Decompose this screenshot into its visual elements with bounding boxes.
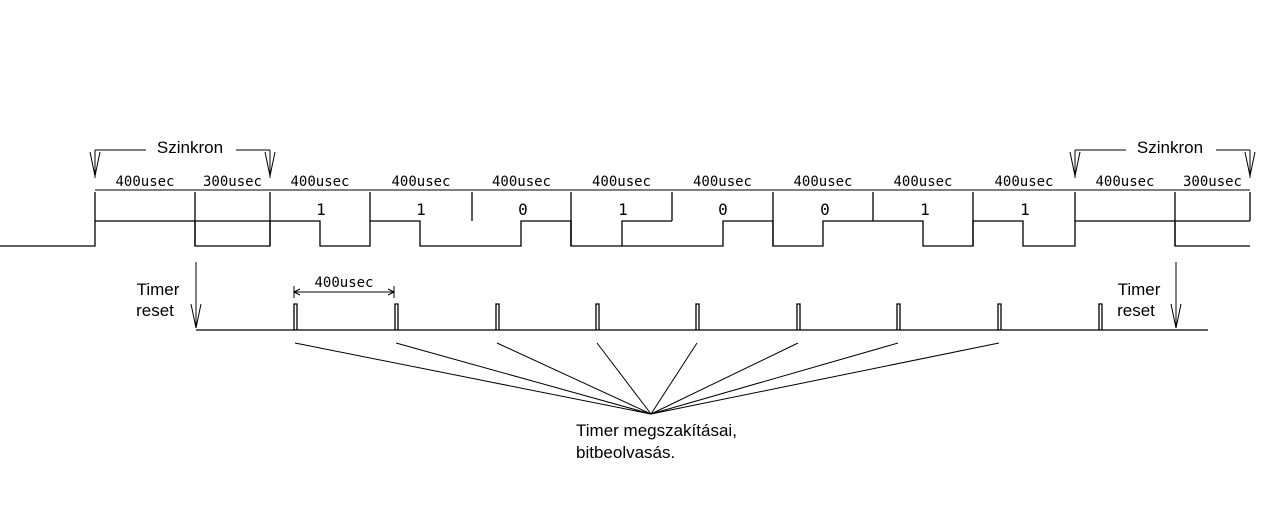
interrupt-fan-line [596,342,652,415]
bit-values: 1 1 0 1 0 0 1 1 [316,200,1030,219]
duration-label: 400usec [994,174,1053,190]
interrupt-fan-line [650,342,899,415]
duration-label: 400usec [115,174,174,190]
bit-value: 0 [518,200,528,219]
duration-label: 300usec [1183,174,1242,190]
timer-reset-right-line1: Timer [1118,280,1161,299]
interrupt-pulse [595,303,600,330]
interrupt-fan-line [650,342,799,415]
sync-label-right: Szinkron [1137,138,1203,157]
duration-label: 400usec [290,174,349,190]
interrupt-pulse [1098,303,1103,330]
interrupt-pulse [695,303,700,330]
interrupt-pulses [293,303,1103,330]
timer-reset-left-line1: Timer [137,280,180,299]
interrupt-pulse [293,303,298,330]
sync-annotation-left: Szinkron [89,138,276,178]
duration-dimensions: 400usec 300usec 400usec 400usec 400usec 400us… [95,174,1250,191]
bit-value: 1 [416,200,426,219]
duration-label: 400usec [793,174,852,190]
interrupt-interval-label: 400usec [314,275,373,291]
caption-line1: Timer megszakításai, [576,421,737,440]
duration-label: 400usec [391,174,450,190]
duration-label: 400usec [893,174,952,190]
interrupt-fan-line [294,342,652,415]
interrupt-pulse [796,303,801,330]
waveform [0,192,1251,247]
interrupt-fan-line [650,342,1000,415]
bit-value: 1 [316,200,326,219]
interrupt-interval-dimension: 400usec [292,275,396,298]
sync-label-left: Szinkron [157,138,223,157]
caption: Timer megszakításai, bitbeolvasás. [576,421,737,462]
duration-label: 400usec [492,174,551,190]
bit-value: 1 [1020,200,1030,219]
bit-value: 0 [820,200,830,219]
duration-label: 400usec [1095,174,1154,190]
timer-reset-right-line2: reset [1117,301,1155,320]
timer-reset-left: Timer reset [136,262,202,329]
interrupt-fan-line [395,342,652,415]
duration-label: 400usec [592,174,651,190]
timer-reset-right: Timer reset [1117,262,1182,329]
duration-label: 400usec [693,174,752,190]
interrupt-pulse [394,303,399,330]
interrupt-fan-line [650,342,698,415]
bit-value: 0 [718,200,728,219]
interrupt-pulse [495,303,500,330]
interrupt-fan-lines [294,342,1000,415]
duration-label: 300usec [203,174,262,190]
interrupt-fan-line [496,342,652,415]
interrupt-pulse [997,303,1002,330]
sync-annotation-right: Szinkron [1069,138,1256,178]
bit-value: 1 [618,200,628,219]
timer-reset-left-line2: reset [136,301,174,320]
caption-line2: bitbeolvasás. [576,443,675,462]
interrupt-pulse [896,303,901,330]
bit-value: 1 [920,200,930,219]
